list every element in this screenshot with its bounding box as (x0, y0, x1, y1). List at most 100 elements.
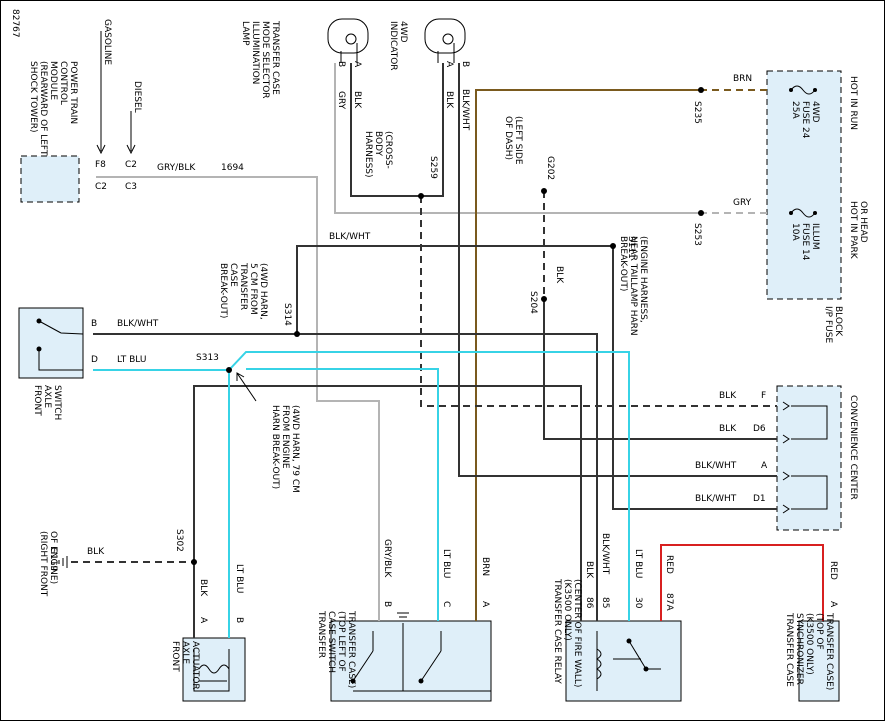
svg-text:(CROSS-: (CROSS- (383, 131, 393, 169)
blk-s302-wire (193, 385, 582, 638)
indicator-pin-b: B (460, 61, 470, 67)
s259-label: (CROSS-BODY HARNESS) (363, 131, 393, 178)
illum-pin-a: A (352, 61, 362, 68)
svg-text:HARNESS): HARNESS) (363, 131, 373, 178)
svg-text:OF ENGINE): OF ENGINE) (48, 531, 58, 584)
relay-pin-86-a: 86 (584, 597, 594, 609)
svg-text:FRONT: FRONT (32, 385, 42, 416)
relay-lt-blu-label: LT BLU (633, 549, 643, 578)
relay-blk-label: BLK (584, 561, 594, 579)
s253-splice (698, 210, 704, 216)
indicator-blk-label: BLK (444, 91, 454, 109)
blk-lamp-wire (350, 63, 421, 197)
svg-text:CONTROL: CONTROL (58, 61, 68, 105)
gry-wire (334, 63, 701, 214)
blk-wht-top-label: BLK/WHT (329, 232, 371, 242)
circuit-1694-label: 1694 (221, 163, 244, 173)
svg-text:TRANSFER CASE): TRANSFER CASE) (824, 612, 834, 690)
sync-red-label: RED (828, 561, 838, 580)
s313-splice (226, 367, 232, 373)
svg-text:OF DASH): OF DASH) (503, 116, 513, 160)
transfer-case-relay-box (565, 620, 682, 702)
blk-s259-wire (420, 196, 777, 407)
hot-in-run-label: HOT IN RUN (848, 76, 858, 130)
svg-text:TRANSFER CASE): TRANSFER CASE) (346, 610, 356, 688)
svg-text:BREAK-OUT): BREAK-OUT) (618, 236, 628, 291)
svg-text:(4WD HARN,: (4WD HARN, (258, 263, 268, 320)
sync-pin-a: A (828, 601, 838, 608)
svg-text:AXLE: AXLE (180, 641, 190, 664)
relay-pin-30: 30 (633, 597, 643, 609)
ip-fuse-block-box (766, 70, 842, 300)
s204-splice (541, 296, 547, 302)
s314-id: S314 (282, 303, 292, 326)
svg-text:ACTUATOR: ACTUATOR (190, 641, 200, 690)
svg-text:HOT IN PARK: HOT IN PARK (848, 201, 858, 260)
brn-wire (475, 89, 701, 621)
tc-gry-blk-label: GRY/BLK (382, 539, 392, 578)
svg-text:OR HEAD: OR HEAD (858, 201, 868, 243)
svg-text:AXLE: AXLE (42, 385, 52, 408)
svg-text:(ENGINE HARNESS,: (ENGINE HARNESS, (638, 236, 648, 323)
figure-id: 82767 (10, 9, 20, 38)
tc-pin-b: B (382, 601, 392, 607)
svg-text:MODE SELECTOR: MODE SELECTOR (260, 21, 270, 99)
svg-text:FUSE 14: FUSE 14 (800, 223, 810, 261)
svg-text:TRANSFER CASE: TRANSFER CASE (270, 20, 280, 95)
svg-text:(TOP LEFT OF: (TOP LEFT OF (336, 611, 346, 672)
blk-wht-indicator-wire (458, 63, 777, 477)
convenience-center-box (776, 385, 842, 531)
svg-text:5 CM FROM: 5 CM FROM (248, 263, 258, 315)
svg-text:I/P FUSE: I/P FUSE (823, 306, 833, 343)
s235-splice (698, 87, 704, 93)
svg-text:(TOP OF: (TOP OF (814, 613, 824, 650)
brn-label: BRN (733, 74, 752, 84)
s111-label: (ENGINE HARNESS,NEAR TAILLAMP HARN BREAK… (618, 236, 648, 336)
illum-gry-label: GRY (336, 91, 346, 110)
cc-pin-d1: D1 (753, 494, 766, 504)
pcm-arrows (96, 31, 136, 155)
svg-text:(RIGHT FRONT: (RIGHT FRONT (38, 531, 48, 597)
svg-text:CASE SWITCH: CASE SWITCH (326, 611, 336, 673)
svg-text:(K3500 ONLY): (K3500 ONLY) (562, 579, 572, 641)
svg-text:4WD: 4WD (398, 21, 408, 43)
actuator-lt-blu-label: LT BLU (234, 564, 244, 593)
lt-blu-switch-wire (246, 368, 439, 621)
svg-text:(K3500 ONLY): (K3500 ONLY) (804, 613, 814, 675)
gasoline-label: GASOLINE (102, 19, 112, 65)
svg-text:BLOCK: BLOCK (833, 306, 843, 337)
actuator-pin-a: A (198, 617, 208, 624)
relay-blk-wht-label: BLK/WHT (600, 533, 610, 575)
tc-switch-ground-icon (397, 612, 409, 618)
front-axle-switch-box (18, 307, 84, 379)
svg-text:ILLUM: ILLUM (810, 223, 820, 250)
g202-blk-label: BLK (554, 266, 564, 284)
g202-ground (541, 188, 547, 194)
illum-pin-b: B (336, 61, 346, 67)
convenience-center-jumpers (791, 405, 828, 510)
blk-s204-wire (543, 299, 777, 440)
indicator-blk-wht-label: BLK/WHT (460, 89, 470, 131)
s253-id: S253 (692, 223, 702, 246)
relay-coil-contacts (596, 631, 661, 691)
tc-pin-c: C (441, 601, 451, 607)
svg-text:CASE: CASE (228, 263, 238, 287)
svg-text:SWITCH: SWITCH (52, 385, 62, 420)
svg-text:4WD: 4WD (810, 101, 820, 123)
svg-text:(CENTER OF FIRE WALL): (CENTER OF FIRE WALL) (572, 579, 582, 687)
switch-pin-b: B (91, 319, 97, 329)
s259-id: S259 (428, 156, 438, 179)
convenience-center-terminals (782, 401, 790, 514)
